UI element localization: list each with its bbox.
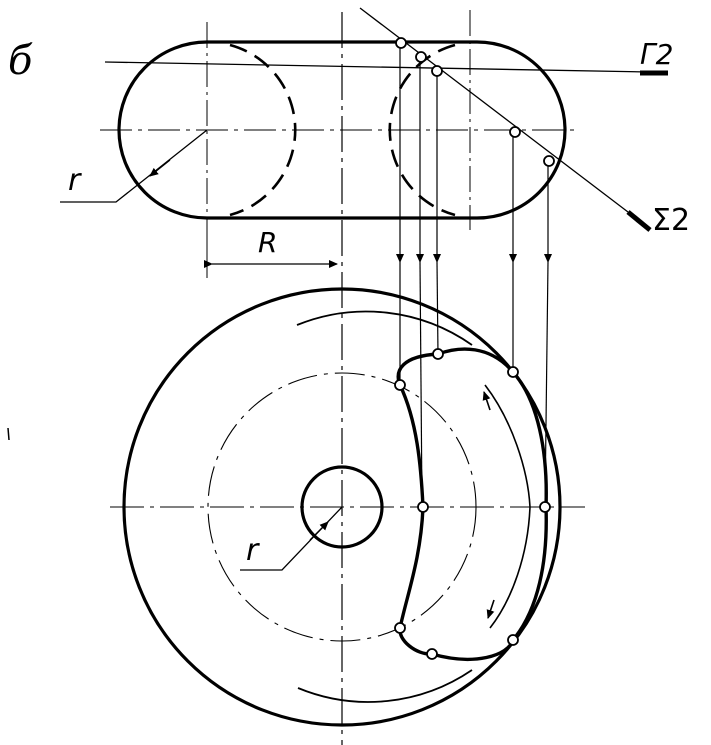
radius-r-arrow-top <box>149 159 171 177</box>
plane-gamma-trace <box>104 61 649 73</box>
sigma-plane-label: Σ2 <box>652 203 690 238</box>
intersection-point <box>395 37 407 49</box>
panel-letter: б <box>8 38 33 84</box>
direction-arc-lower <box>297 669 473 703</box>
section-curve-crescent <box>396 347 548 661</box>
direction-arrow-up <box>482 391 491 411</box>
plan-view-points <box>394 348 551 660</box>
major-radius-label: R <box>258 226 277 259</box>
intersection-point <box>431 65 443 77</box>
intersection-point <box>539 501 551 513</box>
intersection-point <box>509 126 521 138</box>
intersection-point <box>426 648 438 660</box>
intersection-point <box>432 348 444 360</box>
radius-r-leader-top <box>60 129 208 203</box>
intersection-point <box>394 622 406 634</box>
front-view-points <box>395 37 555 167</box>
radius-r-label-bottom: r <box>246 533 260 568</box>
direction-arc-upper <box>296 310 473 346</box>
projection-line <box>436 261 439 356</box>
inner-section-arc <box>484 384 531 629</box>
radius-r-arrow-bottom <box>309 521 329 541</box>
direction-arrow-down <box>486 599 495 619</box>
front-view <box>60 7 668 745</box>
intersection-point <box>394 379 406 391</box>
intersection-point <box>543 155 555 167</box>
edge-mark <box>7 427 10 441</box>
gamma-plane-label: Γ2 <box>640 38 673 71</box>
plane-sigma-end-tick <box>626 210 652 232</box>
intersection-point <box>417 501 429 513</box>
intersection-point <box>507 634 519 646</box>
torus-front-outline <box>117 40 567 220</box>
intersection-point <box>507 366 519 378</box>
plan-view <box>110 287 585 727</box>
intersection-point <box>415 51 427 63</box>
radius-r-label-top: r <box>68 163 82 198</box>
